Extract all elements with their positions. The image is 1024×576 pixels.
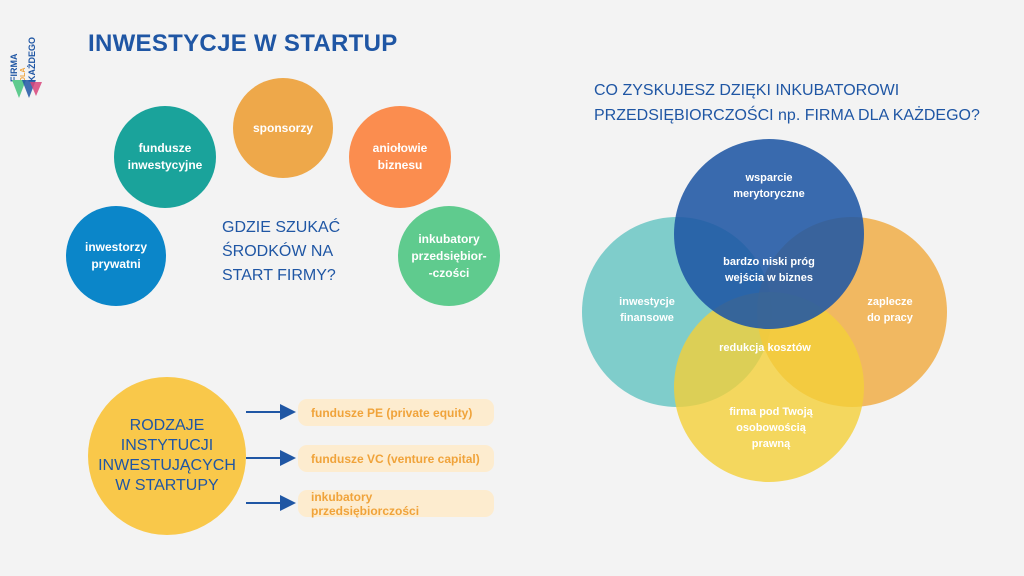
institutions-circle: RODZAJE INSTYTUCJI INWESTUJĄCYCH W START…	[88, 377, 246, 535]
venn-circle-support	[674, 139, 864, 329]
logo: FIRMA DLA KAŻDEGO	[9, 22, 44, 100]
logo-line-1: FIRMA	[9, 53, 19, 83]
venn-overlap-low-threshold: bardzo niski próg wejścia w biznes	[723, 256, 815, 284]
logo-line-3: KAŻDEGO	[27, 37, 37, 82]
venn-label-investments: inwestycje finansowe	[619, 296, 675, 324]
venn-label-workspace: zaplecze do pracy	[867, 296, 913, 324]
page-title: INWESTYCJE W STARTUP	[88, 30, 398, 57]
institution-arrows	[246, 404, 296, 511]
source-circle-business-angels: aniołowie biznesu	[349, 106, 451, 208]
source-circle-private-investors: inwestorzy prywatni	[66, 206, 166, 306]
sources-question: GDZIE SZUKAĆ ŚRODKÓW NA START FIRMY?	[222, 219, 341, 284]
source-circle-incubators: inkubatory przedsiębior- -czości	[398, 206, 500, 306]
logo-mark-icon	[12, 80, 42, 98]
venn-label-legal-entity: firma pod Twoją osobowością prawną	[729, 406, 813, 450]
venn-circle-legal-entity	[674, 292, 864, 482]
venn-overlap-cost-reduction: redukcja kosztów	[719, 342, 811, 354]
institution-item-incubators: inkubatory przedsiębiorczości	[298, 490, 494, 518]
institution-item-vc: fundusze VC (venture capital)	[298, 445, 494, 472]
venn-label-support: wsparcie merytoryczne	[733, 172, 805, 200]
source-circle-sponsors: sponsorzy	[233, 78, 333, 178]
venn-diagram	[582, 139, 947, 482]
logo-text: FIRMA DLA KAŻDEGO	[9, 22, 44, 83]
benefits-title: CO ZYSKUJESZ DZIĘKI INKUBATOROWI PRZEDSI…	[594, 82, 980, 124]
source-circle-investment-funds: fundusze inwestycyjne	[114, 106, 216, 208]
institution-item-pe: fundusze PE (private equity)	[298, 399, 494, 426]
